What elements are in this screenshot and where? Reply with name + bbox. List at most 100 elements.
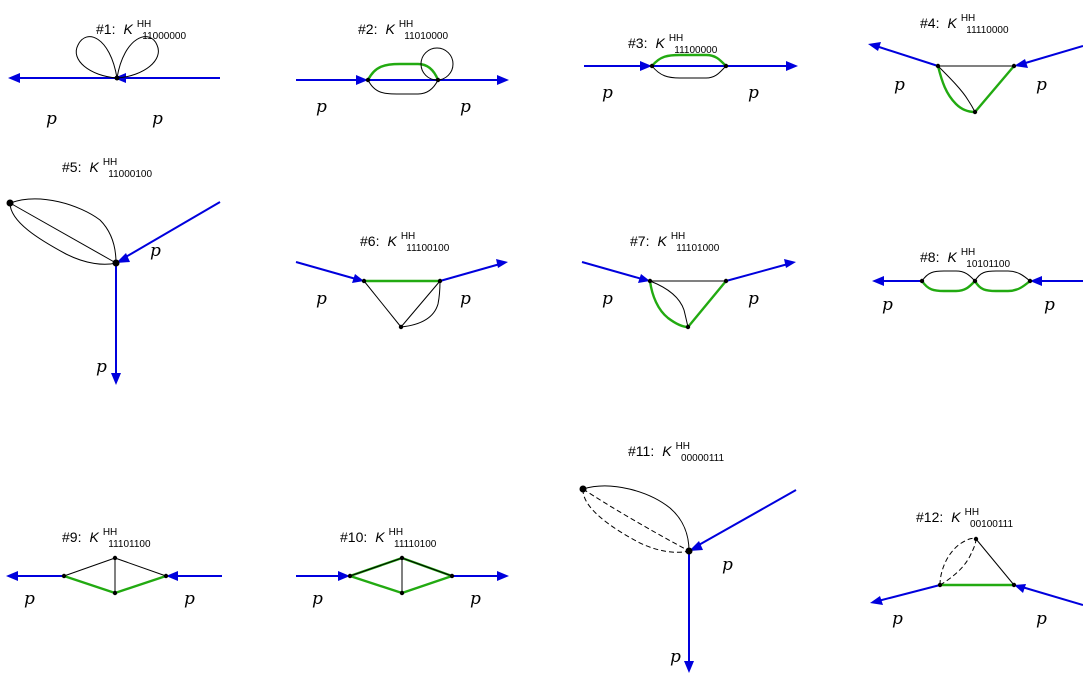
vertex	[972, 278, 978, 284]
arrow-head	[784, 259, 796, 268]
propagator	[9, 198, 117, 264]
vertex	[435, 77, 441, 83]
external-line	[875, 45, 939, 67]
propagator	[649, 280, 689, 328]
momentum-label: p	[894, 75, 905, 95]
arrow-head	[116, 253, 130, 263]
vertex	[1011, 582, 1017, 588]
vertex	[579, 485, 587, 493]
propagator	[921, 270, 976, 282]
diagram-10-title: #10: K HH 11110100	[340, 522, 437, 550]
propagator	[974, 270, 1031, 282]
propagator	[400, 280, 441, 328]
momentum-label: p	[184, 589, 195, 609]
diagram-4: #4: K HH 11110000 p p	[868, 13, 1083, 115]
momentum-label: p	[460, 289, 471, 309]
arrow-head	[786, 61, 798, 71]
vertex	[1027, 278, 1033, 284]
arrow-head	[111, 373, 121, 385]
massive-propagator	[366, 62, 440, 81]
vertex	[361, 278, 367, 284]
diagram-7: #7: K HH 11101000 p p	[581, 226, 796, 330]
vertex	[61, 573, 67, 579]
propagator	[9, 202, 117, 265]
propagator	[349, 557, 403, 577]
propagator	[63, 557, 116, 577]
massive-propagator	[687, 280, 727, 328]
vertex	[163, 573, 169, 579]
arrow-head	[872, 276, 884, 286]
external-line	[581, 261, 643, 280]
massive-propagator	[921, 280, 976, 293]
propagator	[582, 485, 690, 552]
external-line	[725, 263, 789, 282]
momentum-label: p	[670, 647, 681, 667]
momentum-label: p	[748, 83, 759, 103]
propagator	[9, 202, 117, 264]
momentum-label: p	[1036, 75, 1047, 95]
diagram-2: #2: K HH 11010000 p p	[296, 14, 509, 117]
arrow-head	[1030, 276, 1042, 286]
arrow-head	[689, 541, 703, 551]
momentum-label: p	[602, 83, 613, 103]
diagram-12: #12: K HH 00100111 p p	[870, 502, 1083, 629]
vertex	[723, 63, 729, 69]
momentum-label: p	[602, 289, 613, 309]
external-line	[877, 584, 941, 602]
vertex	[685, 547, 693, 555]
vertex	[6, 199, 14, 207]
arrow-head	[684, 661, 694, 673]
vertex	[685, 324, 691, 330]
diagram-11-title: #11: K HH 00000111	[628, 436, 724, 464]
diagram-12-title: #12: K HH 00100111	[916, 502, 1013, 530]
dashed-propagator	[582, 488, 690, 552]
diagram-5: #5: K HH 11000100 p p	[6, 152, 221, 385]
diagram-11: #11: K HH 00000111 p p	[579, 436, 797, 673]
diagram-1: #1: K HH 11000000 p p	[8, 19, 220, 129]
diagram-9-title: #9: K HH 11101100	[62, 522, 151, 550]
momentum-label: p	[460, 97, 471, 117]
momentum-label: p	[892, 609, 903, 629]
arrow-head	[166, 571, 178, 581]
vertex	[112, 555, 118, 561]
propagator	[937, 65, 976, 113]
diagram-5-title: #5: K HH 11000100	[62, 152, 152, 180]
arrow-head	[497, 571, 509, 581]
diagram-2-title: #2: K HH 11010000	[358, 14, 448, 42]
vertex	[112, 259, 120, 267]
arrow-head	[497, 75, 509, 85]
propagator	[651, 65, 727, 79]
external-line	[1021, 586, 1083, 606]
vertex	[399, 590, 405, 596]
momentum-label: p	[46, 109, 57, 129]
diagram-8-title: #8: K HH 10101100	[920, 242, 1010, 270]
dashed-propagator	[939, 537, 977, 586]
vertex	[723, 278, 729, 284]
propagator	[363, 280, 402, 328]
arrow-head	[8, 73, 20, 83]
diagram-7-title: #7: K HH 11101000	[630, 226, 720, 254]
vertex	[647, 278, 653, 284]
arrow-head	[868, 42, 881, 51]
vertex	[919, 278, 925, 284]
momentum-label: p	[748, 289, 759, 309]
vertex	[437, 278, 443, 284]
momentum-label: p	[882, 295, 893, 315]
propagator	[400, 280, 441, 328]
vertex	[972, 109, 978, 115]
momentum-label: p	[1036, 609, 1047, 629]
propagator	[114, 557, 167, 577]
vertex	[112, 590, 118, 596]
momentum-label: p	[152, 109, 163, 129]
diagram-6: #6: K HH 11100100 p p	[295, 231, 508, 330]
arrow-head	[352, 274, 364, 283]
vertex	[973, 536, 979, 542]
diagram-9: #9: K HH 11101100 p p	[6, 522, 222, 609]
momentum-label: p	[150, 241, 161, 261]
diagram-3-title: #3: K HH 11100000	[628, 28, 718, 56]
tadpole-loop	[75, 36, 118, 79]
arrow-head	[356, 75, 368, 85]
vertex	[1011, 63, 1017, 69]
momentum-label: p	[1044, 295, 1055, 315]
